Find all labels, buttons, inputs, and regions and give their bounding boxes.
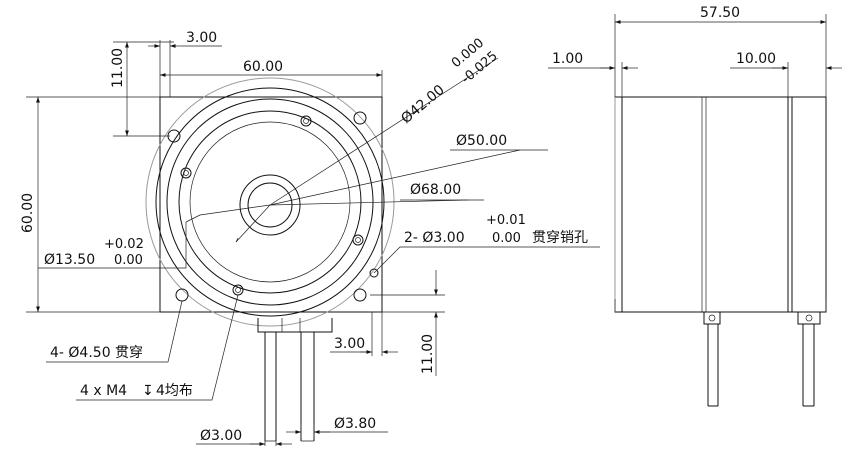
dim-flange-width: 60.00 <box>243 59 283 75</box>
mount-hole-bl <box>175 288 189 302</box>
side-cable-clamp-2 <box>797 311 821 407</box>
side-body-outline <box>614 96 827 313</box>
thread-hole-4 <box>232 284 244 296</box>
wire-right <box>300 332 315 441</box>
bore-tol-upper: +0.02 <box>104 237 144 252</box>
dim-bottom-offset-w: 3.00 <box>334 336 365 352</box>
bore-label: Ø13.50 <box>44 252 95 268</box>
pilot-ring-circle <box>166 98 374 306</box>
face-circle <box>189 121 351 283</box>
pin-tol-lower: 0.00 <box>492 231 521 246</box>
dim-top-offset-w: 3.00 <box>186 30 217 46</box>
dim-lip: 1.00 <box>552 51 583 67</box>
mount-hole-br <box>353 288 367 302</box>
dim-total-length: 57.50 <box>700 5 740 21</box>
pin-hole-1 <box>369 268 379 278</box>
wire-dia-2: Ø3.80 <box>334 416 376 432</box>
front-view: 60.00 3.00 11.00 60.00 11.00 3.00 Ø3.00 <box>20 30 600 446</box>
dim-top-offset-h: 11.00 <box>110 48 126 88</box>
thread-hole-2 <box>300 115 312 127</box>
thread-note: 4均布 <box>156 383 193 399</box>
dia-42-label: Ø42.00 <box>398 82 447 127</box>
mount-hole-label: 4- Ø4.50 贯穿 <box>50 345 143 361</box>
dim-flange-height: 60.00 <box>20 193 36 233</box>
dia-68-label: Ø68.00 <box>410 182 461 198</box>
bore-tol-lower: 0.00 <box>114 253 143 268</box>
thread-hole-3 <box>352 234 364 246</box>
wire-dia-1: Ø3.00 <box>200 428 242 444</box>
dia-50-label: Ø50.00 <box>456 133 507 149</box>
side-view: 57.50 1.00 10.00 <box>548 5 842 407</box>
thread-hole-1 <box>180 167 192 179</box>
pin-label: 2- Ø3.00 <box>404 230 465 246</box>
cable-exit-tab <box>257 318 333 333</box>
dim-bottom-offset-h: 11.00 <box>420 334 436 374</box>
bore-outer-circle <box>239 174 301 236</box>
dim-rear: 10.00 <box>736 51 776 67</box>
pin-note: 贯穿销孔 <box>532 230 588 246</box>
pilot-inner-circle <box>178 110 362 294</box>
mount-hole-tr <box>353 111 367 125</box>
thread-depth-icon: ↧ <box>142 383 154 399</box>
wire-left <box>264 332 277 441</box>
side-cable-clamp-1 <box>703 311 721 407</box>
thread-label: 4 x M4 <box>80 383 127 399</box>
pin-tol-upper: +0.01 <box>486 213 526 228</box>
bore-inner-circle <box>247 182 293 228</box>
